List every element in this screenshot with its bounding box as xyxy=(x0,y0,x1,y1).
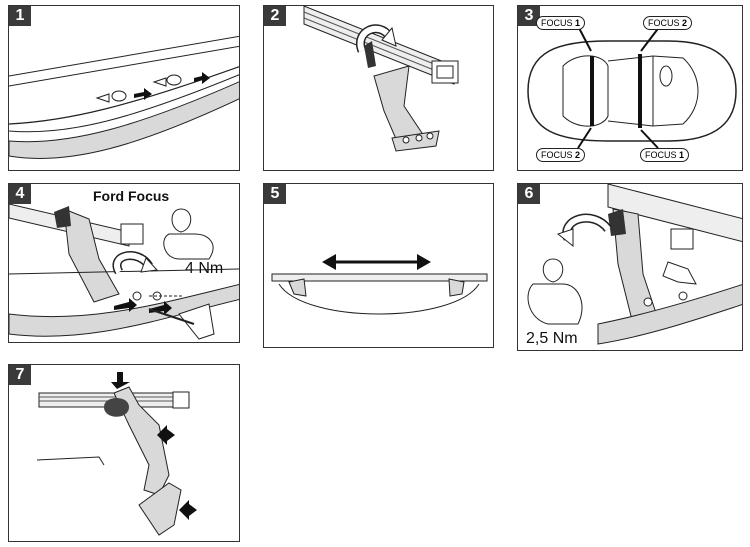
step-number-1: 1 xyxy=(9,6,31,26)
torque-label-4nm: 4 Nm xyxy=(185,260,224,277)
step-1-panel: 1 xyxy=(8,5,240,171)
tag-prefix: FOCUS xyxy=(645,150,677,160)
tag-number: 2 xyxy=(682,18,688,28)
step-number-6: 6 xyxy=(518,184,540,204)
tag-prefix: FOCUS xyxy=(648,18,680,28)
step-2-illustration xyxy=(303,6,459,152)
step-5-panel: 5 xyxy=(263,183,494,348)
car-model-heading: Ford Focus xyxy=(93,188,170,204)
step-number-2: 2 xyxy=(264,6,286,26)
step-number-4: 4 xyxy=(9,184,31,204)
step-7-panel: 7 xyxy=(8,364,240,542)
tag-focus-2-bottom: FOCUS 2 xyxy=(536,148,586,162)
step-number-5: 5 xyxy=(264,184,286,204)
tag-number: 1 xyxy=(575,18,581,28)
step-4-illustration xyxy=(9,203,239,340)
step-number-7: 7 xyxy=(9,365,31,385)
step-7-illustration xyxy=(36,372,197,536)
tag-focus-1-top: FOCUS 1 xyxy=(536,16,586,30)
tag-prefix: FOCUS xyxy=(541,18,573,28)
tag-number: 2 xyxy=(575,150,581,160)
tag-prefix: FOCUS xyxy=(541,150,573,160)
step-number-3: 3 xyxy=(518,6,540,26)
step-6-panel: 6 2,5 Nm xyxy=(517,183,743,351)
torque-label-2-5nm: 2,5 Nm xyxy=(526,330,578,347)
step-4-panel: 4 Ford Focus 4 Nm xyxy=(8,183,240,343)
step-5-illustration xyxy=(271,254,488,315)
step-3-panel: 3 FOCUS 1 FOCUS 2 FOCUS 2 FOCUS 1 xyxy=(517,5,743,171)
step-6-illustration xyxy=(527,184,742,345)
step-2-panel: 2 xyxy=(263,5,494,171)
tag-focus-2-top: FOCUS 2 xyxy=(643,16,693,30)
tag-number: 1 xyxy=(679,150,685,160)
step-3-car-top-view xyxy=(527,25,737,149)
step-1-illustration xyxy=(9,35,239,159)
tag-focus-1-bottom: FOCUS 1 xyxy=(640,148,690,162)
